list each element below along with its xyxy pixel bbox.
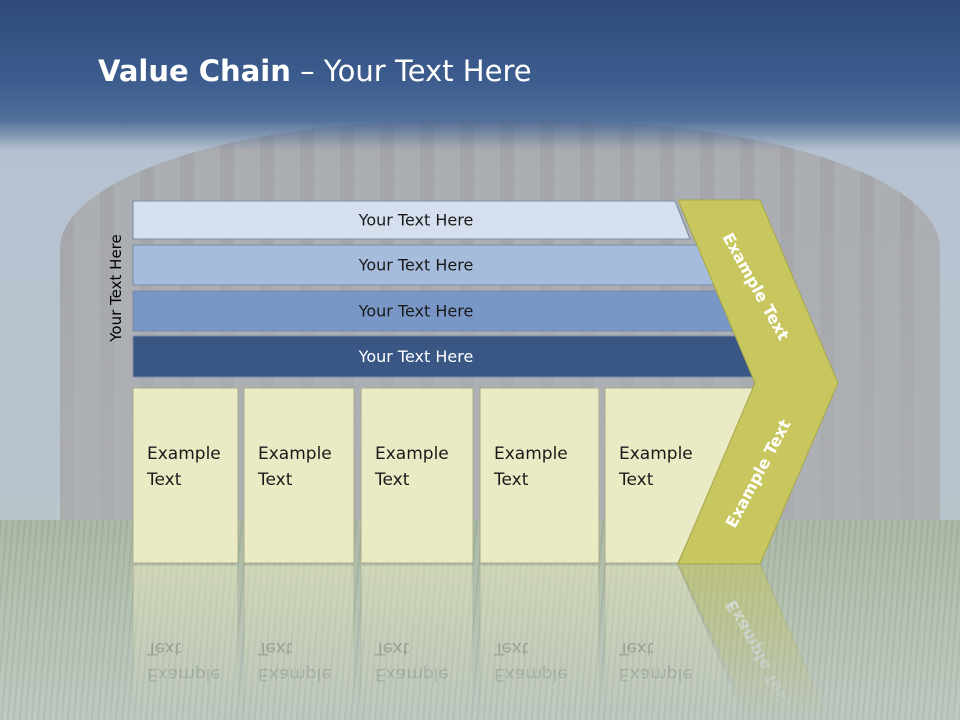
box-3 [360,387,474,564]
band-1-label: Your Text Here [358,211,474,230]
box-2-text-reflection: Example Text [257,638,332,684]
svg-text:Text: Text [257,638,293,658]
box-5-line1: Example [619,444,693,464]
title-bold: Value Chain [98,54,291,88]
box-3-reflection [360,564,474,720]
band-1 [132,200,691,240]
svg-text:Example: Example [494,664,568,684]
box-3-text-reflection: Example Text [374,638,449,684]
svg-text:Text: Text [374,638,410,658]
band-2-label: Your Text Here [358,256,474,275]
svg-text:Example: Example [375,664,449,684]
title-bar [0,0,960,150]
box-1 [132,387,239,564]
svg-text:Example: Example [619,664,693,684]
box-2 [243,387,355,564]
band-3-label: Your Text Here [358,302,474,321]
box-2-line2: Text [257,470,293,490]
svg-text:Text: Text [146,638,182,658]
box-1-reflection [132,564,239,720]
reflection: ExampleTextExampleTextExampleTextExample… [132,563,830,720]
svg-text:Text: Text [493,638,529,658]
title-rest: – Your Text Here [290,54,532,88]
box-3-line1: Example [375,444,449,464]
slide-title: Value Chain – Your Text Here [98,54,532,88]
chevron [677,199,839,565]
svg-text:Example: Example [258,664,332,684]
box-2-line1: Example [258,444,332,464]
box-4-line1: Example [494,444,568,464]
box-4 [479,387,600,564]
box-3-line2: Text [374,470,410,490]
box-5-line2: Text [618,470,654,490]
box-4-line2: Text [493,470,529,490]
box-1-text-reflection: Example Text [146,638,221,684]
box-2-reflection [243,564,355,720]
box-1-line2: Text [146,470,182,490]
box-4-text-reflection: Example Text [493,638,568,684]
box-5-text-reflection: Example Text [618,638,693,684]
svg-text:Example: Example [147,664,221,684]
svg-text:Text: Text [618,638,654,658]
band-4-label: Your Text Here [358,347,474,366]
box-1-line1: Example [147,444,221,464]
box-4-reflection [479,564,600,720]
